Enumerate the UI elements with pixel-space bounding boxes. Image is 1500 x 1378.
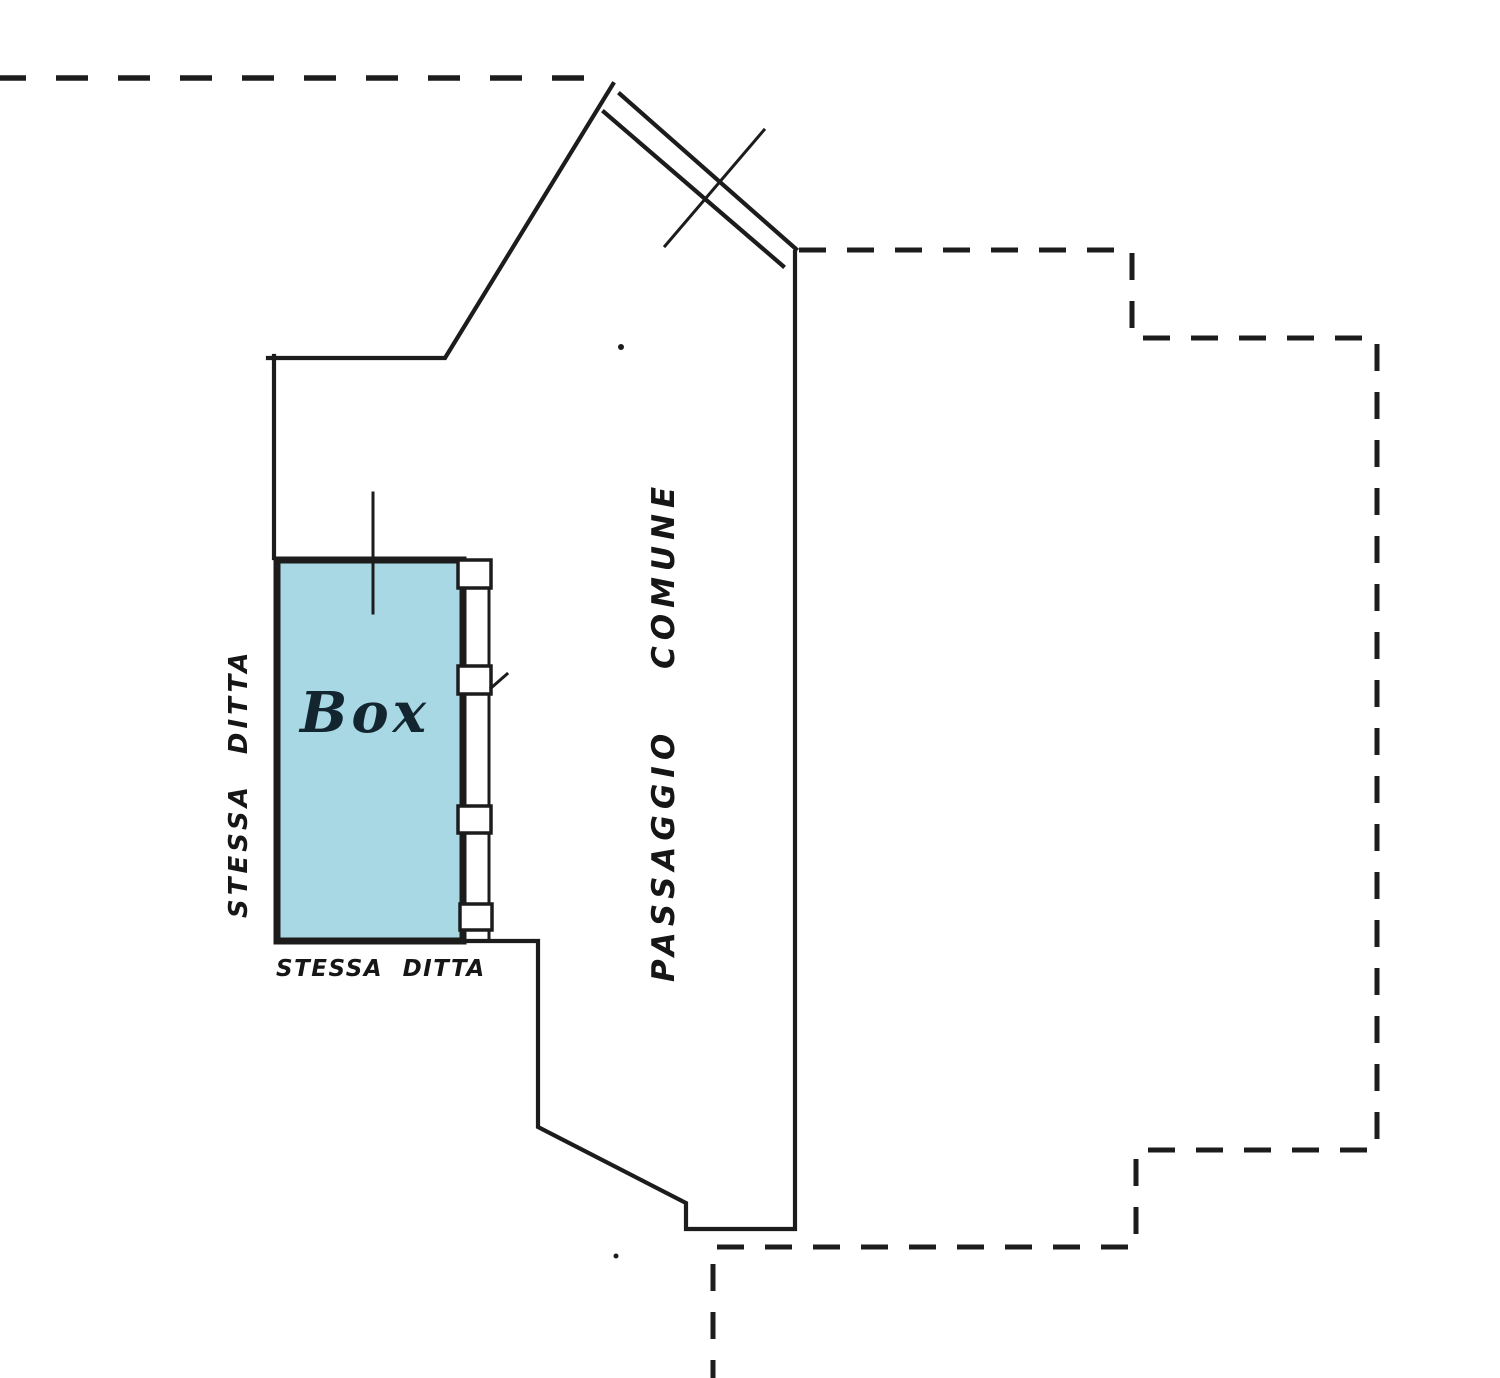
building-outline-lower-and-passage-wall xyxy=(461,249,798,1232)
boundary-right-dashed-line xyxy=(710,247,1380,1378)
wall-notch-1 xyxy=(456,558,493,590)
wall-notch-3 xyxy=(456,804,493,835)
speck-dot-lower xyxy=(613,1253,619,1259)
box-outer-wall-line xyxy=(462,558,493,943)
building-outline-upper-left xyxy=(265,81,616,561)
stessa-ditta-bottom-label: STESSA DITTA xyxy=(276,956,486,982)
wall-notch-tick xyxy=(488,671,510,691)
ramp-lower-line xyxy=(601,109,786,269)
box-room-label: Box xyxy=(300,680,430,746)
speck-dot-upper xyxy=(618,344,624,350)
wall-notch-4 xyxy=(458,902,494,932)
ramp-upper-line xyxy=(617,91,799,252)
ramp-cross-mark xyxy=(662,127,767,249)
stessa-ditta-left-label: STESSA DITTA xyxy=(224,648,254,918)
box-room xyxy=(273,556,467,945)
box-label-text: Box xyxy=(300,680,431,746)
wall-notch-2 xyxy=(456,664,493,696)
passaggio-comune-label: PASSAGGIO COMUNE xyxy=(646,480,682,982)
